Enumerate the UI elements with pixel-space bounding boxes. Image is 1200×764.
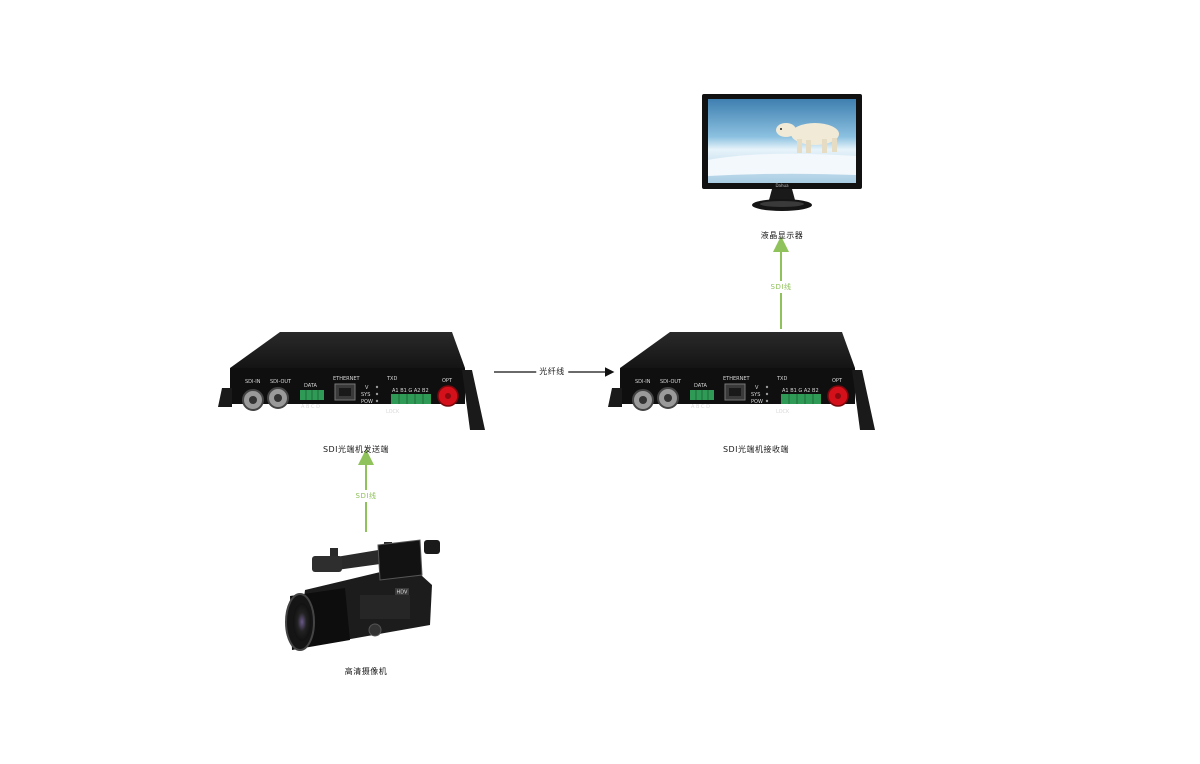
monitor-label: 液晶显示器	[760, 231, 804, 240]
sdi-link-camera-label: SDI线	[355, 490, 377, 502]
sdi-in-label: SDI-IN	[245, 379, 261, 385]
audio-label: A1 B1 G A2 B2	[392, 388, 429, 394]
transmitter-label: SDI光端机发送端	[322, 445, 390, 454]
sdi-out-label: SDI-OUT	[660, 379, 682, 385]
led-pow-label: POW	[751, 399, 763, 405]
txd-label: TXD	[776, 376, 787, 382]
sdi-out-label: SDI-OUT	[270, 379, 292, 385]
camera-badge: HDV	[397, 590, 409, 596]
led-v-label: V	[365, 385, 369, 391]
led-v-label: V	[755, 385, 759, 391]
led-sys-label: SYS	[751, 392, 760, 398]
led-sys-label: SYS	[361, 392, 370, 398]
receiver-device: SDI-IN SDI-OUT DATA A B C D ETHERNET TXD…	[607, 331, 876, 431]
sdi-link-monitor-label: SDI线	[770, 281, 792, 293]
camera-label: 高清摄像机	[344, 667, 388, 676]
data-pins-label: A B C D	[691, 404, 710, 410]
camera-image: HDV	[285, 539, 440, 651]
monitor-brand: Dahua	[775, 183, 789, 188]
opt-label: OPT	[442, 378, 453, 384]
polar-bear-icon	[776, 123, 839, 153]
monitor-image: Dahua	[702, 94, 862, 211]
data-label: DATA	[304, 383, 317, 389]
transmitter-device: SDI-IN SDI-OUT DATA A B C D ETHERNET TXD…	[217, 331, 486, 431]
fiber-link-label: 光纤线	[536, 366, 568, 377]
ethernet-label: ETHERNET	[333, 376, 361, 382]
audio-label: A1 B1 G A2 B2	[782, 388, 819, 394]
opt-label: OPT	[832, 378, 843, 384]
lock-label: LOCK	[386, 409, 400, 415]
data-label: DATA	[694, 383, 707, 389]
ethernet-label: ETHERNET	[723, 376, 751, 382]
txd-label: TXD	[386, 376, 397, 382]
led-pow-label: POW	[361, 399, 373, 405]
receiver-label: SDI光端机接收端	[722, 445, 790, 454]
sdi-in-label: SDI-IN	[635, 379, 651, 385]
lock-label: LOCK	[776, 409, 790, 415]
data-pins-label: A B C D	[301, 404, 320, 410]
